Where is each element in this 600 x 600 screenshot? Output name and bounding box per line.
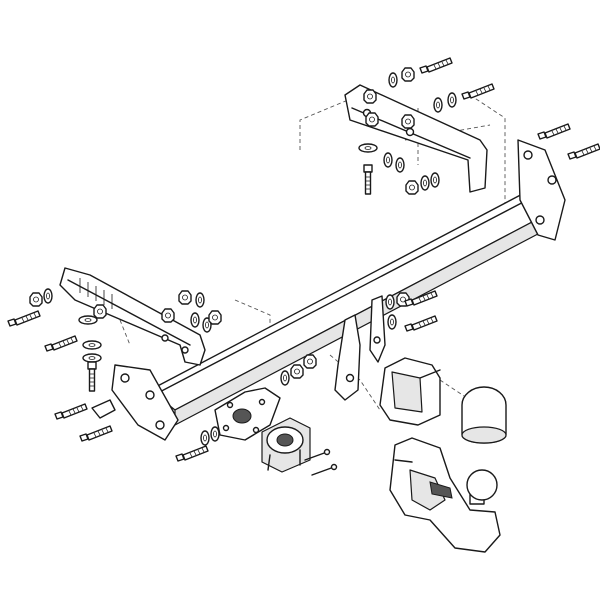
bolt-icon — [419, 57, 453, 74]
washer-icon — [395, 157, 405, 173]
washer-icon — [190, 312, 200, 328]
nut-icon — [29, 292, 43, 307]
washer-icon — [430, 172, 440, 188]
detachable-towball — [389, 437, 501, 553]
bolt-icon — [87, 361, 97, 392]
centre-mounting-brackets — [334, 295, 386, 401]
washer-icon — [358, 143, 378, 153]
bolt-icon — [404, 315, 438, 332]
socket-screws — [304, 448, 338, 476]
nut-icon — [405, 180, 419, 195]
washer-icon — [447, 92, 457, 108]
right-side-bracket — [344, 84, 488, 193]
nut-icon — [178, 290, 192, 305]
bolt-icon — [363, 164, 373, 195]
washer-icon — [433, 97, 443, 113]
washer-icon — [420, 175, 430, 191]
washer-icon — [78, 315, 98, 325]
washer-icon — [280, 370, 290, 386]
spacer-plate — [91, 399, 116, 419]
electrical-socket — [261, 417, 311, 473]
washer-icon — [200, 430, 210, 446]
nut-icon — [303, 354, 317, 369]
towball-cover-cap — [461, 386, 507, 444]
left-end-bracket — [111, 364, 179, 441]
washer-icon — [383, 152, 393, 168]
fasteners-left — [7, 288, 220, 462]
washer-icon — [210, 426, 220, 442]
washer-icon — [43, 288, 53, 304]
bolt-icon — [44, 335, 78, 352]
washer-icon — [385, 294, 395, 310]
washer-icon — [388, 72, 398, 88]
nut-icon — [401, 67, 415, 82]
nut-icon — [290, 364, 304, 379]
nut-icon — [208, 310, 222, 325]
washer-icon — [82, 353, 102, 363]
washer-icon — [387, 314, 397, 330]
bolt-icon — [7, 310, 41, 327]
washer-icon — [195, 292, 205, 308]
towball-lock-housing — [379, 357, 441, 426]
bolt-icon — [54, 403, 88, 420]
bolt-icon — [461, 83, 495, 100]
bolt-icon — [537, 123, 571, 140]
right-end-bracket — [517, 139, 566, 241]
bolt-icon — [567, 143, 600, 160]
socket-bracket-plate — [214, 387, 281, 441]
left-side-bracket — [59, 267, 206, 366]
nut-icon — [93, 304, 107, 319]
nut-icon — [161, 308, 175, 323]
bolt-icon — [175, 445, 209, 462]
washer-icon — [82, 340, 102, 350]
bolt-icon — [79, 425, 113, 442]
